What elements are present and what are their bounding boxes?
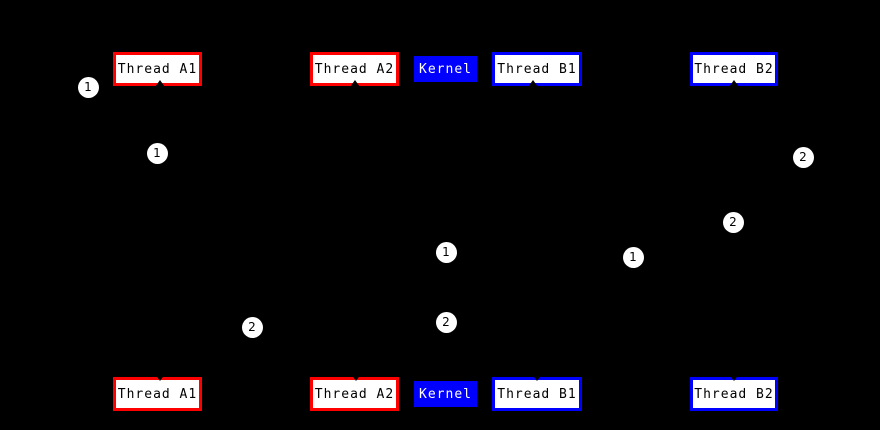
arrowhead-icon [155,374,165,381]
arrowhead-icon [350,80,360,87]
step-badge-1: 1 [146,142,168,164]
step-badge-2: 2 [722,211,744,233]
box-label: Kernel [419,61,472,77]
arrowhead-icon [532,374,542,381]
box-label: Thread A1 [117,61,198,77]
step-badge-2: 2 [792,146,814,168]
box-label: Thread A2 [314,61,395,77]
box-thread-b1-bottom: Thread B1 [492,377,582,411]
arrowhead-icon [528,80,538,87]
arrowhead-icon [729,374,739,381]
box-label: Thread B2 [694,61,774,77]
box-thread-b2-bottom: Thread B2 [690,377,778,411]
arrowhead-icon [729,80,739,87]
arrowhead-icon [351,374,361,381]
box-thread-a1-bottom: Thread A1 [113,377,202,411]
box-kernel-top: Kernel [414,56,477,82]
box-label: Thread B2 [694,386,774,402]
box-thread-b2-top: Thread B2 [690,52,778,86]
box-label: Thread B1 [497,61,577,77]
step-badge-2: 2 [435,311,457,333]
arrowhead-icon [155,80,165,87]
step-badge-2: 2 [241,316,263,338]
box-label: Thread B1 [497,386,577,402]
box-kernel-bottom: Kernel [414,381,477,407]
box-thread-a2-bottom: Thread A2 [310,377,399,411]
box-label: Kernel [419,386,472,402]
step-badge-1: 1 [77,76,99,98]
box-label: Thread A1 [117,386,198,402]
step-badge-1: 1 [435,241,457,263]
step-badge-1: 1 [622,246,644,268]
box-label: Thread A2 [314,386,395,402]
